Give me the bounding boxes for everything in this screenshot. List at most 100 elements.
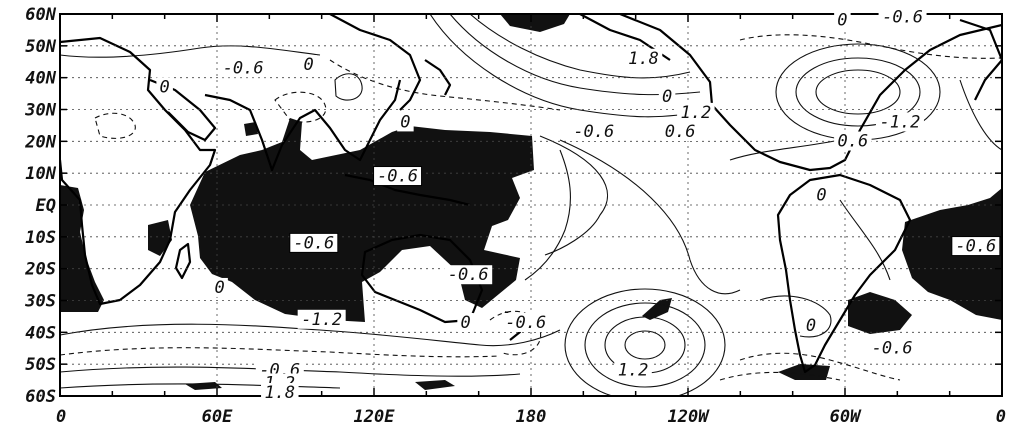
contour-label: 0 [658, 86, 676, 107]
contour-label-background [614, 360, 652, 380]
contour-label: 1.2 [677, 102, 715, 123]
contour-label-text: 0 [837, 11, 847, 31]
land-madagascar [174, 242, 192, 280]
contour-label: -0.6 [868, 338, 917, 358]
contour-label-text: 0.6 [665, 122, 696, 142]
shade-south-pacific-small [642, 298, 672, 320]
contour-label-text: -0.6 [223, 58, 264, 78]
y-tick-label: 30S [24, 292, 56, 312]
contour-label-text: -0.6 [293, 233, 334, 253]
contour-label-text: 1.8 [264, 383, 295, 403]
contour-label-background [569, 121, 618, 141]
contour-label: 0.6 [661, 122, 699, 142]
land-north-america [619, 14, 1002, 172]
land-indonesia [344, 173, 471, 207]
contour-label-background [802, 316, 820, 336]
y-tick-label: 50S [25, 355, 56, 375]
axis-ticks [59, 13, 1003, 397]
land-south-asia [204, 79, 402, 172]
contour-label: 0 [457, 312, 474, 333]
contour-label: 0 [156, 77, 173, 97]
contour-label-background [219, 58, 268, 78]
contour-label-background [813, 185, 830, 205]
y-tick-label: 20S [24, 260, 56, 280]
contour-label-background [211, 277, 228, 297]
contour-label-text: -0.6 [573, 122, 614, 142]
contour-label-text: 0 [806, 316, 816, 336]
shade-indian-ocean [190, 118, 534, 322]
x-tick-label: 60E [202, 407, 233, 427]
map-plot-area [60, 14, 1002, 396]
contour-label: 0 [300, 55, 317, 75]
land-greenland-europe [959, 18, 1002, 101]
contour-label-background [373, 166, 423, 187]
contour-label: 0.6 [834, 131, 872, 152]
contour-label-text: 0 [816, 186, 826, 206]
contour-label-background [297, 309, 346, 329]
x-tick-label: 120E [354, 407, 396, 427]
contour-label-background [300, 55, 317, 75]
contour-label: 1.8 [261, 383, 299, 403]
contour-label: 0 [211, 277, 228, 298]
contour-label-background [289, 232, 339, 253]
coastlines [60, 14, 1002, 374]
contour-label-background [878, 7, 927, 27]
y-tick-label: 10N [25, 164, 56, 184]
y-tick-label: 20N [24, 132, 56, 152]
contour-label: -1.2 [875, 112, 924, 132]
contour-label: -0.6 [444, 265, 493, 285]
y-tick-label: 60S [25, 387, 56, 407]
contour-label: -0.6 [219, 58, 268, 78]
x-tick-label: 60W [830, 407, 862, 427]
contour-label: 0 [802, 316, 820, 336]
contour-label-background [834, 10, 851, 30]
grid-lines [60, 14, 1002, 396]
contour-label: 0 [813, 185, 830, 206]
shade-africa-east [148, 220, 172, 256]
shade-atlantic-west [60, 185, 104, 312]
contour-label-background [661, 121, 699, 141]
contour-label-text: 0 [303, 55, 313, 75]
y-tick-label: 30N [24, 101, 56, 121]
contour-label-background [677, 102, 715, 122]
contour-label: -0.6 [501, 312, 550, 333]
contour-lines [60, 14, 1002, 396]
contour-label-background [658, 86, 676, 106]
y-tick-label: 40N [25, 69, 56, 89]
y-tick-label: 10S [25, 228, 56, 248]
shade-north-pacific [500, 14, 570, 32]
contour-label: -0.6 [569, 121, 618, 142]
contour-label: -0.6 [951, 236, 1001, 257]
contour-label-background [457, 312, 474, 332]
land-japan [424, 59, 452, 96]
contour-label: 1.2 [614, 360, 652, 381]
contour-label-text: -0.6 [872, 338, 913, 358]
contour-label-background [261, 383, 299, 402]
shade-south-atlantic [848, 292, 912, 334]
land-south-america [776, 173, 912, 374]
contour-label-text: -1.2 [301, 310, 342, 330]
contour-label-background [868, 338, 917, 358]
contour-label-background [444, 265, 493, 285]
y-tick-label: 40S [25, 323, 56, 343]
contour-label-text: -0.6 [505, 313, 546, 333]
contour-label-text: 0 [400, 112, 410, 132]
x-tick-label: 0 [56, 407, 66, 427]
contour-label-text: 0 [460, 313, 470, 333]
contour-label-text: -0.6 [955, 237, 996, 257]
y-tick-label: 60N [25, 5, 56, 25]
land-africa [60, 36, 217, 306]
contour-label-background [156, 77, 173, 97]
x-tick-label: 0 [996, 407, 1006, 427]
contour-label-text: 1.2 [680, 103, 711, 123]
contour-label-background [501, 312, 550, 332]
contour-label: -1.2 [297, 309, 346, 330]
contour-label: 1.8 [624, 48, 663, 69]
contour-label: 0 [397, 112, 414, 132]
land-arabia [149, 78, 217, 142]
y-tick-label: EQ [36, 196, 56, 216]
